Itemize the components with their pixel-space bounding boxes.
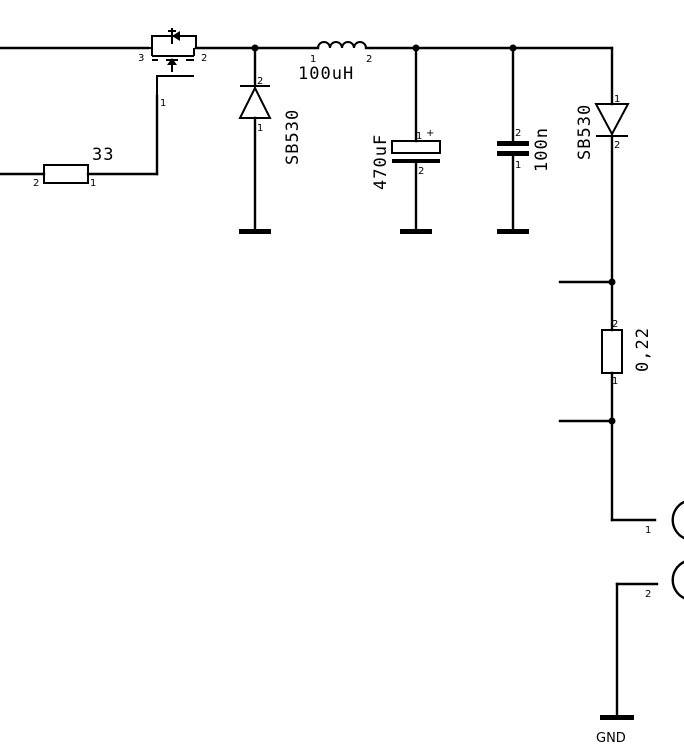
ground-label: GND xyxy=(596,731,626,746)
ceramic-capacitor: 2 1 100n xyxy=(497,44,552,234)
ceramic-cap-value: 100n xyxy=(532,127,552,172)
inductor: 1 2 100uH xyxy=(298,41,372,84)
electrolytic-cap-pin-1: 1 xyxy=(416,131,422,142)
inductor-pin-1: 1 xyxy=(310,54,316,65)
mosfet-pin-3: 3 xyxy=(138,53,144,64)
electrolytic-cap-value: 470uF xyxy=(371,134,391,190)
gate-resistor-value: 33 xyxy=(92,145,114,165)
ground-symbol xyxy=(600,715,634,720)
ground-symbol xyxy=(400,229,432,234)
electrolytic-capacitor: 1 + 2 470uF xyxy=(371,44,441,234)
ceramic-cap-pin-2: 2 xyxy=(515,128,521,139)
connector-pin-2: 2 xyxy=(645,589,651,600)
freewheel-diode-pin-2: 2 xyxy=(257,76,263,87)
sense-resistor: 2 1 0,22 xyxy=(558,278,653,522)
mosfet-pin-1: 1 xyxy=(160,98,166,109)
freewheel-diode-pin-1: 1 xyxy=(257,123,263,134)
output-diode-pin-1: 1 xyxy=(614,94,620,105)
electrolytic-cap-pin-2: 2 xyxy=(418,166,424,177)
output-connector: 1 2 GND xyxy=(596,500,684,746)
connector-pin-1: 1 xyxy=(645,525,651,536)
ground-symbol xyxy=(239,229,271,234)
inductor-pin-2: 2 xyxy=(366,54,372,65)
mosfet-pin-2: 2 xyxy=(201,53,207,64)
ground-symbol xyxy=(497,229,529,234)
gate-resistor: 2 1 33 xyxy=(0,145,114,189)
freewheel-diode-value: SB530 xyxy=(283,109,303,165)
gate-resistor-pin-2: 2 xyxy=(33,178,39,189)
output-diode: 1 2 SB530 xyxy=(575,46,630,332)
output-diode-pin-2: 2 xyxy=(614,140,620,151)
sense-resistor-pin-1: 1 xyxy=(612,376,618,387)
output-diode-value: SB530 xyxy=(575,104,595,160)
gate-resistor-pin-1: 1 xyxy=(90,178,96,189)
gate-wire xyxy=(86,94,159,176)
mosfet-switch: 3 2 1 xyxy=(138,28,207,109)
sense-resistor-value: 0,22 xyxy=(633,327,653,372)
sense-resistor-pin-2: 2 xyxy=(612,319,618,330)
electrolytic-cap-polarity: + xyxy=(426,128,434,139)
inductor-value: 100uH xyxy=(298,64,354,84)
freewheel-diode: 2 1 SB530 xyxy=(238,44,303,234)
ceramic-cap-pin-1: 1 xyxy=(515,160,521,171)
